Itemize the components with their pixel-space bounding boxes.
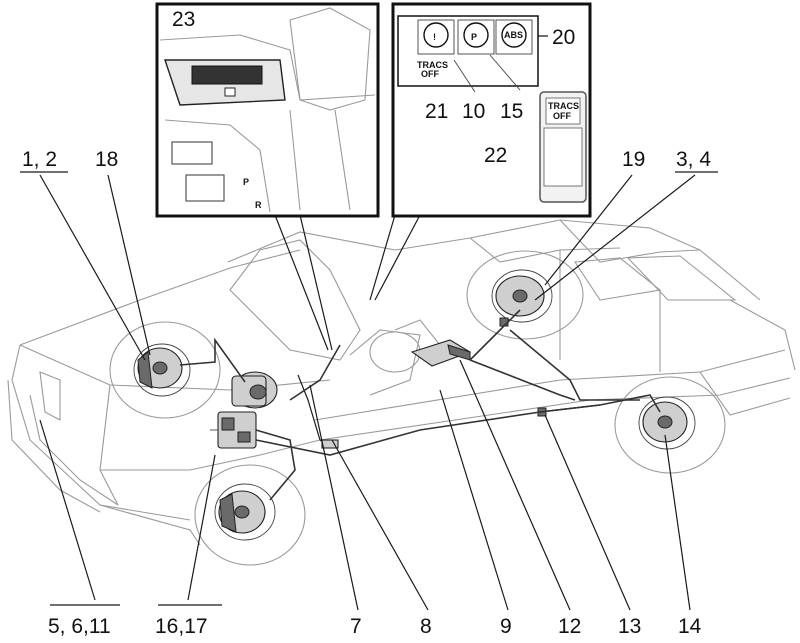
tracs-lamp-line2: OFF [421,69,439,79]
label-14: 14 [678,615,702,638]
interior [229,239,441,396]
label-15: 15 [500,100,523,123]
tracs-off-switch: TRACS OFF [539,91,587,203]
parking-brake-lamp-icon: P [457,19,495,55]
label-22: 22 [484,144,507,167]
warning-lamp-symbol: ! [433,32,436,42]
console-switch [171,141,213,165]
control-module [410,339,472,367]
label-1-2: 1, 2 [22,148,57,171]
brake-lines [179,309,661,501]
label-7: 7 [350,615,362,638]
label-3-4: 3, 4 [676,148,711,171]
label-10: 10 [462,100,485,123]
diagnostic-connector-callout: P R 23 [155,2,380,218]
tracs-switch-line1: TRACS [548,101,579,111]
part-labels: 1, 2 18 19 3, 4 5, 6,11 16,17 7 8 9 12 1… [22,148,711,638]
console-switch-lower [185,174,225,202]
abs-lamp-symbol: ABS [504,30,523,40]
label-21: 21 [425,100,448,123]
label-13: 13 [618,615,641,638]
tracs-off-lamp: TRACS OFF [417,60,448,79]
gear-p-text: P [243,177,249,187]
tracs-switch-line2: OFF [553,111,571,121]
wheel-rear-left [466,250,584,340]
brake-pedal [297,374,339,449]
label-23: 23 [172,8,195,31]
label-16-17: 16,17 [155,615,208,638]
wheel-rear-right [614,376,726,474]
label-9: 9 [500,615,512,638]
wheel-front-right [194,464,306,566]
leader-lines [20,171,718,611]
label-19: 19 [622,148,645,171]
hydraulic-unit [210,411,257,449]
brake-booster [231,371,278,409]
parking-lamp-symbol: P [471,32,477,42]
wheel-front-left [109,321,221,419]
abs-lamp-icon: ABS [495,19,533,55]
label-8: 8 [420,615,432,638]
label-5-6-11: 5, 6,11 [48,615,111,638]
label-20: 20 [552,26,575,49]
car-body [7,219,796,546]
rear-sensor [499,317,547,417]
gear-r-text: R [255,200,262,210]
warning-lamp-icon: ! [417,19,455,55]
label-12: 12 [558,615,581,638]
tracs-lamp-line1: TRACS [417,60,448,70]
instrument-panel-callout: ! P ABS TRACS OFF TRACS OFF 20 21 10 [391,2,592,218]
label-18: 18 [95,148,118,171]
